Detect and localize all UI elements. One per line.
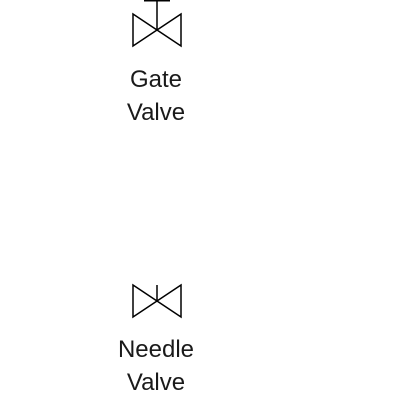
needle-valve-icon[interactable] [130,281,184,319]
needle-valve-label-line-2: Valve [126,369,186,396]
gate-valve-label: Gate Valve [96,63,216,129]
needle-valve-label-line-1: Needle [117,336,195,363]
gate-valve-icon[interactable] [130,0,184,50]
needle-valve-label: Needle Valve [96,333,216,399]
gate-valve-label-line-1: Gate [129,66,183,93]
gate-valve-label-line-2: Valve [126,99,186,126]
